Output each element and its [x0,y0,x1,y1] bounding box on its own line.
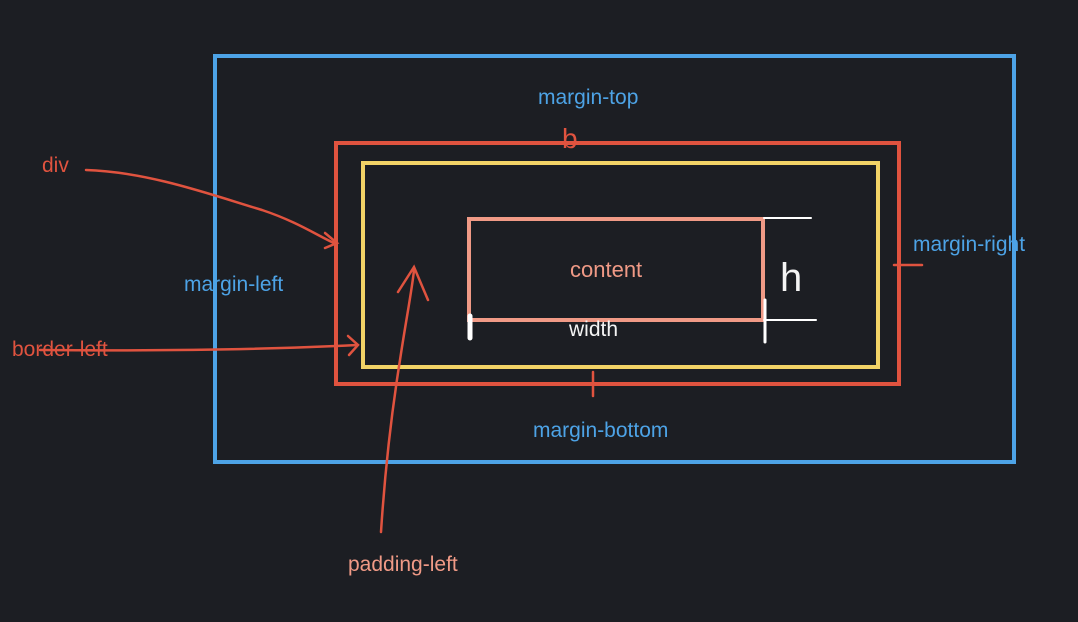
content-box [467,217,765,322]
margin-left-label: margin-left [184,273,284,296]
padding-left-arrow [379,268,416,534]
border-box [334,141,901,386]
content-label: content [570,257,643,282]
div-label: div [42,154,69,177]
margin-top-mark-label: b [562,123,578,154]
padding-box [361,161,880,369]
height-mark-label: h [780,256,803,300]
width-label: width [569,318,619,341]
border-left-arrowhead [346,334,360,357]
border-left-arrow [38,343,359,352]
div-arrowhead [323,231,340,250]
padding-left-label: padding-left [348,553,458,576]
margin-right-label: margin-right [913,233,1026,256]
div-arrow [84,168,338,246]
margin-top-label: margin-top [538,86,639,109]
margin-box [213,54,1016,464]
border-left-label: border-left [12,338,108,361]
margin-bottom-label: margin-bottom [533,419,669,442]
padding-left-arrowhead [396,264,430,302]
